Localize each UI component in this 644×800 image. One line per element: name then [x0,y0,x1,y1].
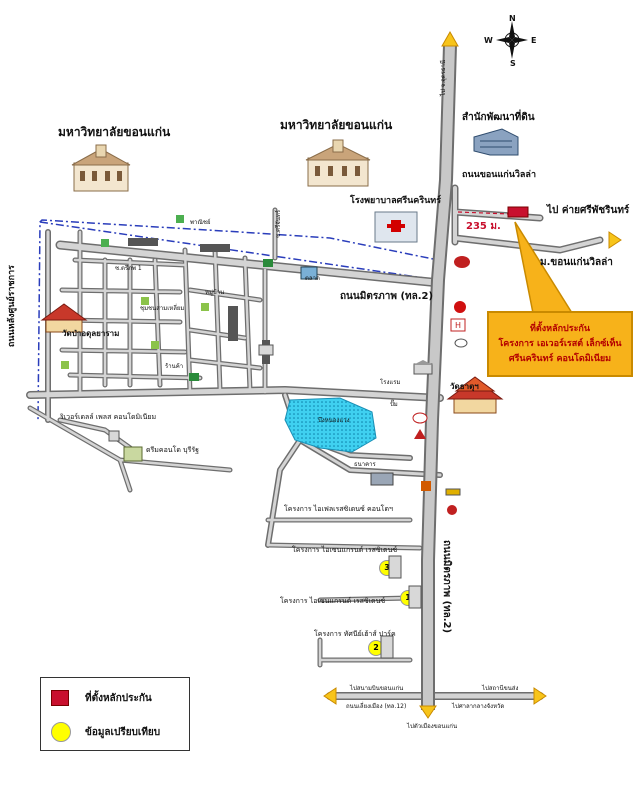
car-logo-icon [454,338,468,348]
label-project-3: โครงการ ไอเซนแกรนด์ เรสซิเดนซ์ [280,597,386,605]
school-marker-icon [61,361,69,369]
legend-collateral-swatch [51,690,69,706]
distance-line [457,211,511,215]
project-building-icon [388,555,402,579]
legend-comparable-swatch [51,722,71,742]
label-to-provincial-hall: ไปศาลากลางจังหวัด [452,703,505,710]
label-small-i: ตลาด [305,275,320,282]
direction-arrows [323,30,622,719]
mall-building-icon [300,266,318,280]
school-marker-icon [141,297,149,305]
label-mittraphap-vertical: ถนนมิตรภาพ (ทล.2) [441,540,452,634]
label-kku-left: มหาวิทยาลัยขอนแก่น [58,125,171,139]
label-project-1: โครงการ ไอเฟลเรสซิเดนซ์ คอนโดฯ [284,505,393,513]
label-project-4: โครงการ ทัศนีย์เฮ้าส์ ปาร์ค [314,630,396,638]
label-to-udon: ไป จ.อุดรธานี [440,60,447,97]
fuel-logo-icon [421,481,431,491]
compass-s: S [510,59,516,68]
label-condo-2: ดรีมคอนโด บุรีรัฐ [146,446,199,454]
legend-collateral-label: ที่ตั้งหลักประกัน [85,692,152,704]
office-building-icon [370,472,394,486]
label-mittraphap-road: ถนนมิตรภาพ (ทล.2) [340,291,434,302]
label-lake: บึงหนองแวง [318,417,350,424]
service-logo-icon [447,505,457,515]
school-marker-icon [201,303,209,311]
bank-logo-icon [454,256,470,268]
label-bypass-road: ถนนเลี่ยงเมือง (ทล.12) [346,703,407,710]
label-hospital: โรงพยาบาลศรีนครินทร์ [350,196,442,206]
label-small-a: ซ.ตรีภพ 1 [115,265,142,272]
compass-w: W [484,36,493,45]
condo-2-building-icon [123,446,143,462]
label-small-f: ปั๊ม [390,401,398,408]
callout-line-3: ศรีนครินทร์ คอนโดมิเนียม [508,353,612,364]
school-marker-icon [176,215,184,223]
label-small-d: หมู่บ้าน [205,289,225,296]
label-project-2: โครงการ ไอเซนแกรนด์ เรสซิเดนซ์ [292,546,398,554]
label-small-j: ซ.ศรีจันทร์ [275,210,282,238]
legend-row-comparable: ข้อมูลเปรียบเทียบ [51,722,160,742]
label-left-road: ถนนหลังศูนย์ราชการ [7,265,17,348]
callout-line-2: โครงการ เอเวอร์เรสต์ เล็กซ์เท็น [498,338,622,349]
label-to-city: ไปตัวเมืองขอนแก่น [407,723,458,730]
legend-comparable-label: ข้อมูลเปรียบเทียบ [85,726,161,738]
wat-left-temple-icon [40,303,88,333]
label-to-airport: ไปสนามบินขอนแก่น [350,685,404,692]
label-wat-right: วัดธาตุฯ [450,382,479,391]
map-legend: ที่ตั้งหลักประกัน ข้อมูลเปรียบเทียบ [40,677,190,751]
label-villa-road: ถนนขอนแก่นวิลล่า [462,170,537,180]
legend-row-collateral: ที่ตั้งหลักประกัน [51,690,152,706]
callout-line-1: ที่ตั้งหลักประกัน [529,323,591,334]
school-marker-icon [151,341,159,349]
mitsubishi-logo-icon [414,429,426,439]
seven-eleven-icon [263,259,273,267]
label-distance: 235 ม. [466,221,501,232]
kku-left-building-icon [71,144,131,192]
label-small-h: โรงแรม [380,379,401,386]
collateral-callout: ที่ตั้งหลักประกัน โครงการ เอเวอร์เรสต์ เ… [487,311,633,377]
honda-logo-icon: H [450,318,466,332]
land-office-building-icon [473,128,519,156]
compass-rose-icon [496,21,528,59]
label-wat-left: วัดป่าอดุลยาราม [62,329,120,338]
label-land-office: สำนักพัฒนาที่ดิน [462,112,535,123]
seven-eleven-2-icon [189,373,199,381]
kku-center-building-icon [305,139,371,187]
collateral-marker [507,206,529,218]
lake-shape [284,397,377,453]
label-condo-1: ริเวอร์เดลล์ เพลส คอนโดมิเนียม [60,413,157,421]
project-building-icon [408,585,422,609]
compass-n: N [509,14,516,23]
label-khonkaen-villa: ม.ขอนแก่นวิลล่า [540,257,613,268]
compass-e: E [531,36,537,45]
petrol-logo-icon [454,301,466,313]
svg-text:H: H [455,321,461,330]
toyota-logo-icon [412,412,428,424]
school-marker-icon [101,239,109,247]
label-small-e: ร้านค้า [165,363,184,370]
label-small-c: ชุมชนสามเหลี่ยม [140,305,185,312]
label-to-bus: ไปสถานีขนส่ง [482,685,519,692]
wat-right-temple-icon [446,376,504,414]
hospital-building-icon [374,211,418,243]
label-to-camp: ไป ค่ายศรีพัชรินทร์ [547,205,630,216]
project-building-icon [380,635,394,659]
label-small-b: พาณิชย์ [190,219,211,226]
chevrolet-logo-icon [445,488,461,496]
road-south-links [265,517,423,668]
bank-building-icon [413,360,433,375]
shop-building-icon [258,344,274,356]
label-small-g: ธนาคาร [354,461,376,468]
condo-1-building-icon [108,430,120,442]
label-kku-center: มหาวิทยาลัยขอนแก่น [280,118,393,132]
